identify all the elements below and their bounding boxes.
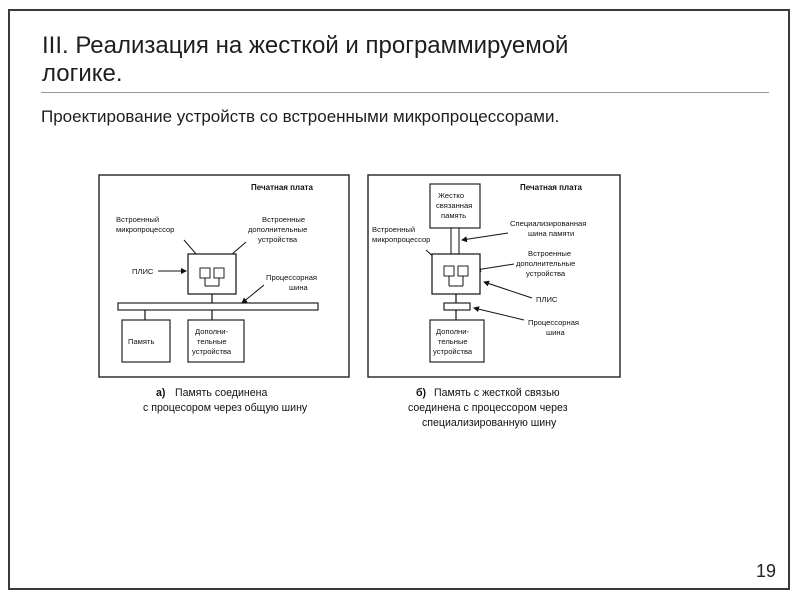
proc-bus-label-b-2: шина: [546, 328, 566, 337]
spec-bus-label-1: Специализированная: [510, 219, 586, 228]
slide-title: III. Реализация на жесткой и программиру…: [42, 32, 682, 88]
caption-a-line2: с процесором через общую шину: [143, 402, 308, 414]
page-number: 19: [755, 561, 776, 581]
embedded-dev-label-b-1: Встроенные: [528, 249, 571, 258]
tc-mem-label-3: память: [441, 211, 466, 220]
embedded-cpu-label-b-1: Встроенный: [372, 225, 415, 234]
embedded-cpu-label-a-1: Встроенный: [116, 215, 159, 224]
pcb-board-b: [367, 174, 621, 378]
caption-a-line1: Память соединена: [175, 387, 267, 399]
caption-prefix-a: а): [156, 387, 165, 399]
plis-label-b: ПЛИС: [536, 295, 558, 304]
arrow-plis-b: [483, 280, 533, 299]
addl-dev-label-a-1: Дополни-: [195, 327, 228, 336]
proc-bus-label-a-2: шина: [289, 283, 309, 292]
arrow-dev-b: [475, 263, 515, 273]
embedded-cpu-label-a-2: микропроцессор: [116, 225, 174, 234]
addl-devices-block-a: [187, 319, 245, 363]
embedded-dev-label-a-2: дополнительные: [248, 225, 307, 234]
proc-bus-label-b-1: Процессорная: [528, 318, 579, 327]
addl-dev-label-a-3: устройства: [192, 347, 232, 356]
board-label-b: Печатная плата: [520, 183, 582, 192]
embedded-dev-label-b-3: устройства: [526, 269, 566, 278]
dev-core-b: [457, 265, 469, 277]
embedded-dev-label-a-1: Встроенные: [262, 215, 305, 224]
tc-mem-label-2: связанная: [436, 201, 472, 210]
slide-title-line1: III. Реализация на жесткой и программиру…: [42, 32, 569, 59]
addl-devices-block-b: [429, 319, 485, 363]
slide-frame: [8, 9, 790, 590]
slide-title-line2: логике.: [42, 60, 123, 87]
cpu-core-a: [199, 267, 211, 279]
arrow-bus-b: [473, 306, 525, 321]
addl-dev-label-b-3: устройства: [433, 347, 473, 356]
plis-label-a: ПЛИС: [132, 267, 154, 276]
processor-bus-b: [443, 302, 471, 311]
embedded-dev-label-b-2: дополнительные: [516, 259, 575, 268]
diagram-a: Печатная плата Встроенный микропроцессор…: [98, 174, 350, 414]
dev-core-a: [213, 267, 225, 279]
caption-b-line1: Память с жесткой связью: [434, 387, 560, 399]
cpu-core-b: [443, 265, 455, 277]
processor-bus-a: [117, 302, 319, 311]
addl-dev-label-b-2: тельные: [438, 337, 468, 346]
diagram-figure: Печатная плата Встроенный микропроцессор…: [96, 170, 626, 440]
addl-dev-label-a-2: тельные: [197, 337, 227, 346]
arrow-bus-a: [241, 284, 265, 304]
tc-memory-block-b: [429, 183, 481, 229]
memory-label-a: Память: [128, 337, 154, 346]
specialized-memory-bus-b: [450, 227, 460, 255]
diagram-svg: Печатная плата Встроенный микропроцессор…: [98, 174, 621, 429]
embedded-cpu-label-b-2: микропроцессор: [372, 235, 430, 244]
spec-bus-label-2: шина памяти: [528, 229, 574, 238]
memory-block-a: [121, 319, 171, 363]
caption-prefix-b: б): [416, 387, 426, 399]
arrow-spec-bus-b: [461, 232, 509, 243]
caption-b-line2: соединена с процессором через: [408, 402, 568, 414]
board-label-a: Печатная плата: [251, 183, 313, 192]
embedded-dev-label-a-3: устройства: [258, 235, 298, 244]
fpga-block-b: [431, 253, 481, 295]
tc-mem-label-1: Жестко: [438, 191, 464, 200]
title-divider: [41, 92, 769, 93]
fpga-block-a: [187, 253, 237, 295]
slide-subtitle: Проектирование устройств со встроенными …: [41, 107, 560, 126]
diagram-b: Печатная плата Жестко связанная память С…: [367, 174, 621, 429]
proc-bus-label-a-1: Процессорная: [266, 273, 317, 282]
addl-dev-label-b-1: Дополни-: [436, 327, 469, 336]
caption-b-line3: специализированную шину: [422, 417, 557, 429]
